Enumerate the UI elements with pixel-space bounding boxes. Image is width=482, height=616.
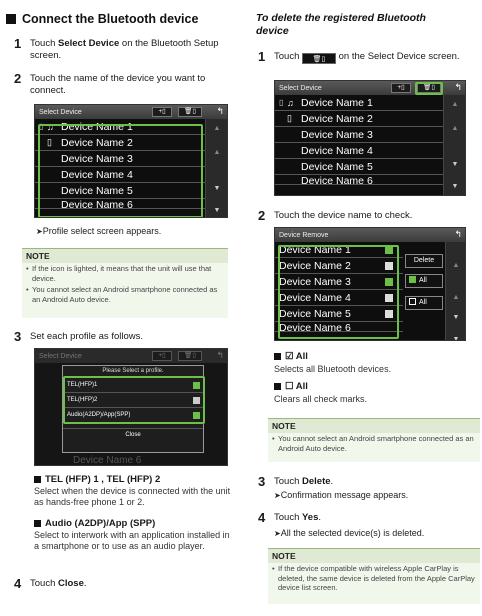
highlight-frame xyxy=(63,376,205,424)
back-icon[interactable]: ↰ xyxy=(216,106,224,116)
remove-device-button[interactable]: 🗑▯ xyxy=(178,107,202,117)
close-button[interactable]: Close xyxy=(63,428,203,440)
device-row[interactable]: Device Name 3 xyxy=(275,274,403,290)
check-on-icon xyxy=(385,277,393,286)
square-bullet-icon xyxy=(6,14,16,24)
device-row[interactable]: Device Name 4 xyxy=(275,143,443,159)
music-note-icon: ♫ xyxy=(47,121,54,132)
device-row[interactable]: Device Name 3 xyxy=(275,127,443,143)
select-all-desc-head: ☑ All xyxy=(274,351,308,362)
device-row[interactable]: Device Name 6 xyxy=(35,199,205,209)
add-device-button[interactable]: +▯ xyxy=(152,107,172,117)
device-row[interactable]: Device Name 6 xyxy=(275,175,443,185)
profile-select-screen: Select Device +▯ 🗑▯ ↰ Please Select a pr… xyxy=(34,348,228,466)
check-on-icon xyxy=(193,411,200,419)
step-2: 2 Touch the device name to check. xyxy=(258,208,413,223)
step-2: 2 Touch the name of the device you want … xyxy=(14,71,206,96)
audio-desc-head: Audio (A2DP)/App (SPP) xyxy=(34,518,155,529)
scroll-top-icon[interactable]: ▲ xyxy=(213,125,221,132)
profile-desc-text: Select when the device is connected with… xyxy=(34,486,231,507)
scrollbar[interactable]: ▲▲ ▼▼ xyxy=(443,95,465,195)
device-row[interactable]: Device Name 6 xyxy=(275,322,403,332)
phone-small-icon: ▯ xyxy=(47,137,52,147)
device-row[interactable]: ▯♫Device Name 1 xyxy=(35,119,205,135)
profile-popup: Please Select a profile. TEL(HFP)1 TEL(H… xyxy=(62,365,204,453)
check-off-icon xyxy=(385,309,393,318)
step-1: 1 Touch Select Device on the Bluetooth S… xyxy=(14,36,219,61)
trash-button-icon: 🗑▯ xyxy=(302,53,336,64)
note-box: NOTE If the device compatible with wirel… xyxy=(268,548,480,604)
device-row[interactable]: Device Name 2 xyxy=(275,258,403,274)
phone-icon: ▯ xyxy=(39,122,44,131)
step-3: 3 Set each profile as follows. xyxy=(14,329,144,344)
select-all-button[interactable]: All xyxy=(405,274,443,288)
device-row[interactable]: ▯Device Name 2 xyxy=(275,111,443,127)
scroll-up-icon[interactable]: ▲ xyxy=(213,149,221,156)
select-device-screen: Select Device +▯ 🗑▯ ↰ ▯♫Device Name 1 ▯D… xyxy=(274,80,466,196)
device-row[interactable]: ▯♫Device Name 1 xyxy=(275,95,443,111)
step-4: 4 Touch Close. xyxy=(14,576,87,591)
note-box: NOTE If the icon is lighted, it means th… xyxy=(22,248,228,318)
result-text: Confirmation message appears. xyxy=(274,490,409,501)
step-4: 4 Touch Yes. xyxy=(258,510,322,525)
scrollbar[interactable]: ▲ ▲ ▼ ▼ xyxy=(205,119,227,217)
device-remove-screen: Device Remove ↰ Device Name 1 Device Nam… xyxy=(274,227,466,341)
highlight-frame xyxy=(415,82,443,95)
scroll-down-icon[interactable]: ▼ xyxy=(213,185,221,192)
delete-button[interactable]: Delete xyxy=(405,254,443,268)
scrollbar[interactable]: ▲▲ ▼▼ xyxy=(445,242,465,340)
add-device-button[interactable]: +▯ xyxy=(391,83,411,93)
screen-header: Select Device +▯ 🗑▯ ↰ xyxy=(35,105,227,119)
audio-desc-text: Select to interwork with an application … xyxy=(34,530,230,551)
profile-desc-head: TEL (HFP) 1 , TEL (HFP) 2 xyxy=(34,474,160,485)
profile-row[interactable]: TEL(HFP)2 xyxy=(63,392,203,407)
device-row[interactable]: Device Name 5 xyxy=(35,183,205,199)
step-1: 1 Touch 🗑▯ on the Select Device screen. xyxy=(258,49,460,64)
clear-all-desc-head: ☐ All xyxy=(274,381,308,392)
back-icon[interactable]: ↰ xyxy=(454,82,462,92)
result-text: Profile select screen appears. xyxy=(36,226,162,237)
device-row[interactable]: Device Name 5 xyxy=(275,306,403,322)
note-box: NOTE You cannot select an Android smartp… xyxy=(268,418,480,462)
check-on-icon xyxy=(193,381,200,389)
checkbox-checked-icon xyxy=(409,276,416,283)
back-icon[interactable]: ↰ xyxy=(454,229,462,239)
highlight-frame xyxy=(278,245,399,339)
device-row[interactable]: Device Name 5 xyxy=(275,159,443,175)
result-text: All the selected device(s) is deleted. xyxy=(274,528,425,539)
check-off-icon xyxy=(385,261,393,270)
section-title: Connect the Bluetooth device xyxy=(6,12,198,26)
device-row[interactable]: Device Name 4 xyxy=(275,290,403,306)
clear-all-button[interactable]: All xyxy=(405,296,443,310)
step-3: 3 Touch Delete. xyxy=(258,474,334,489)
scroll-bottom-icon[interactable]: ▼ xyxy=(213,207,221,214)
check-off-icon xyxy=(385,293,393,302)
device-row[interactable]: Device Name 4 xyxy=(35,167,205,183)
check-on-icon xyxy=(385,245,393,254)
checkbox-empty-icon xyxy=(409,298,416,305)
profile-row[interactable]: Audio(A2DP)/App(SPP) xyxy=(63,407,203,422)
select-device-screen: Select Device +▯ 🗑▯ ↰ ▯♫Device Name 1 ▯D… xyxy=(34,104,228,218)
device-row[interactable]: Device Name 3 xyxy=(35,151,205,167)
delete-section-title: To delete the registered Bluetooth devic… xyxy=(256,12,426,37)
check-off-icon xyxy=(193,396,200,404)
device-row[interactable]: ▯Device Name 2 xyxy=(35,135,205,151)
highlight-frame xyxy=(38,124,203,217)
